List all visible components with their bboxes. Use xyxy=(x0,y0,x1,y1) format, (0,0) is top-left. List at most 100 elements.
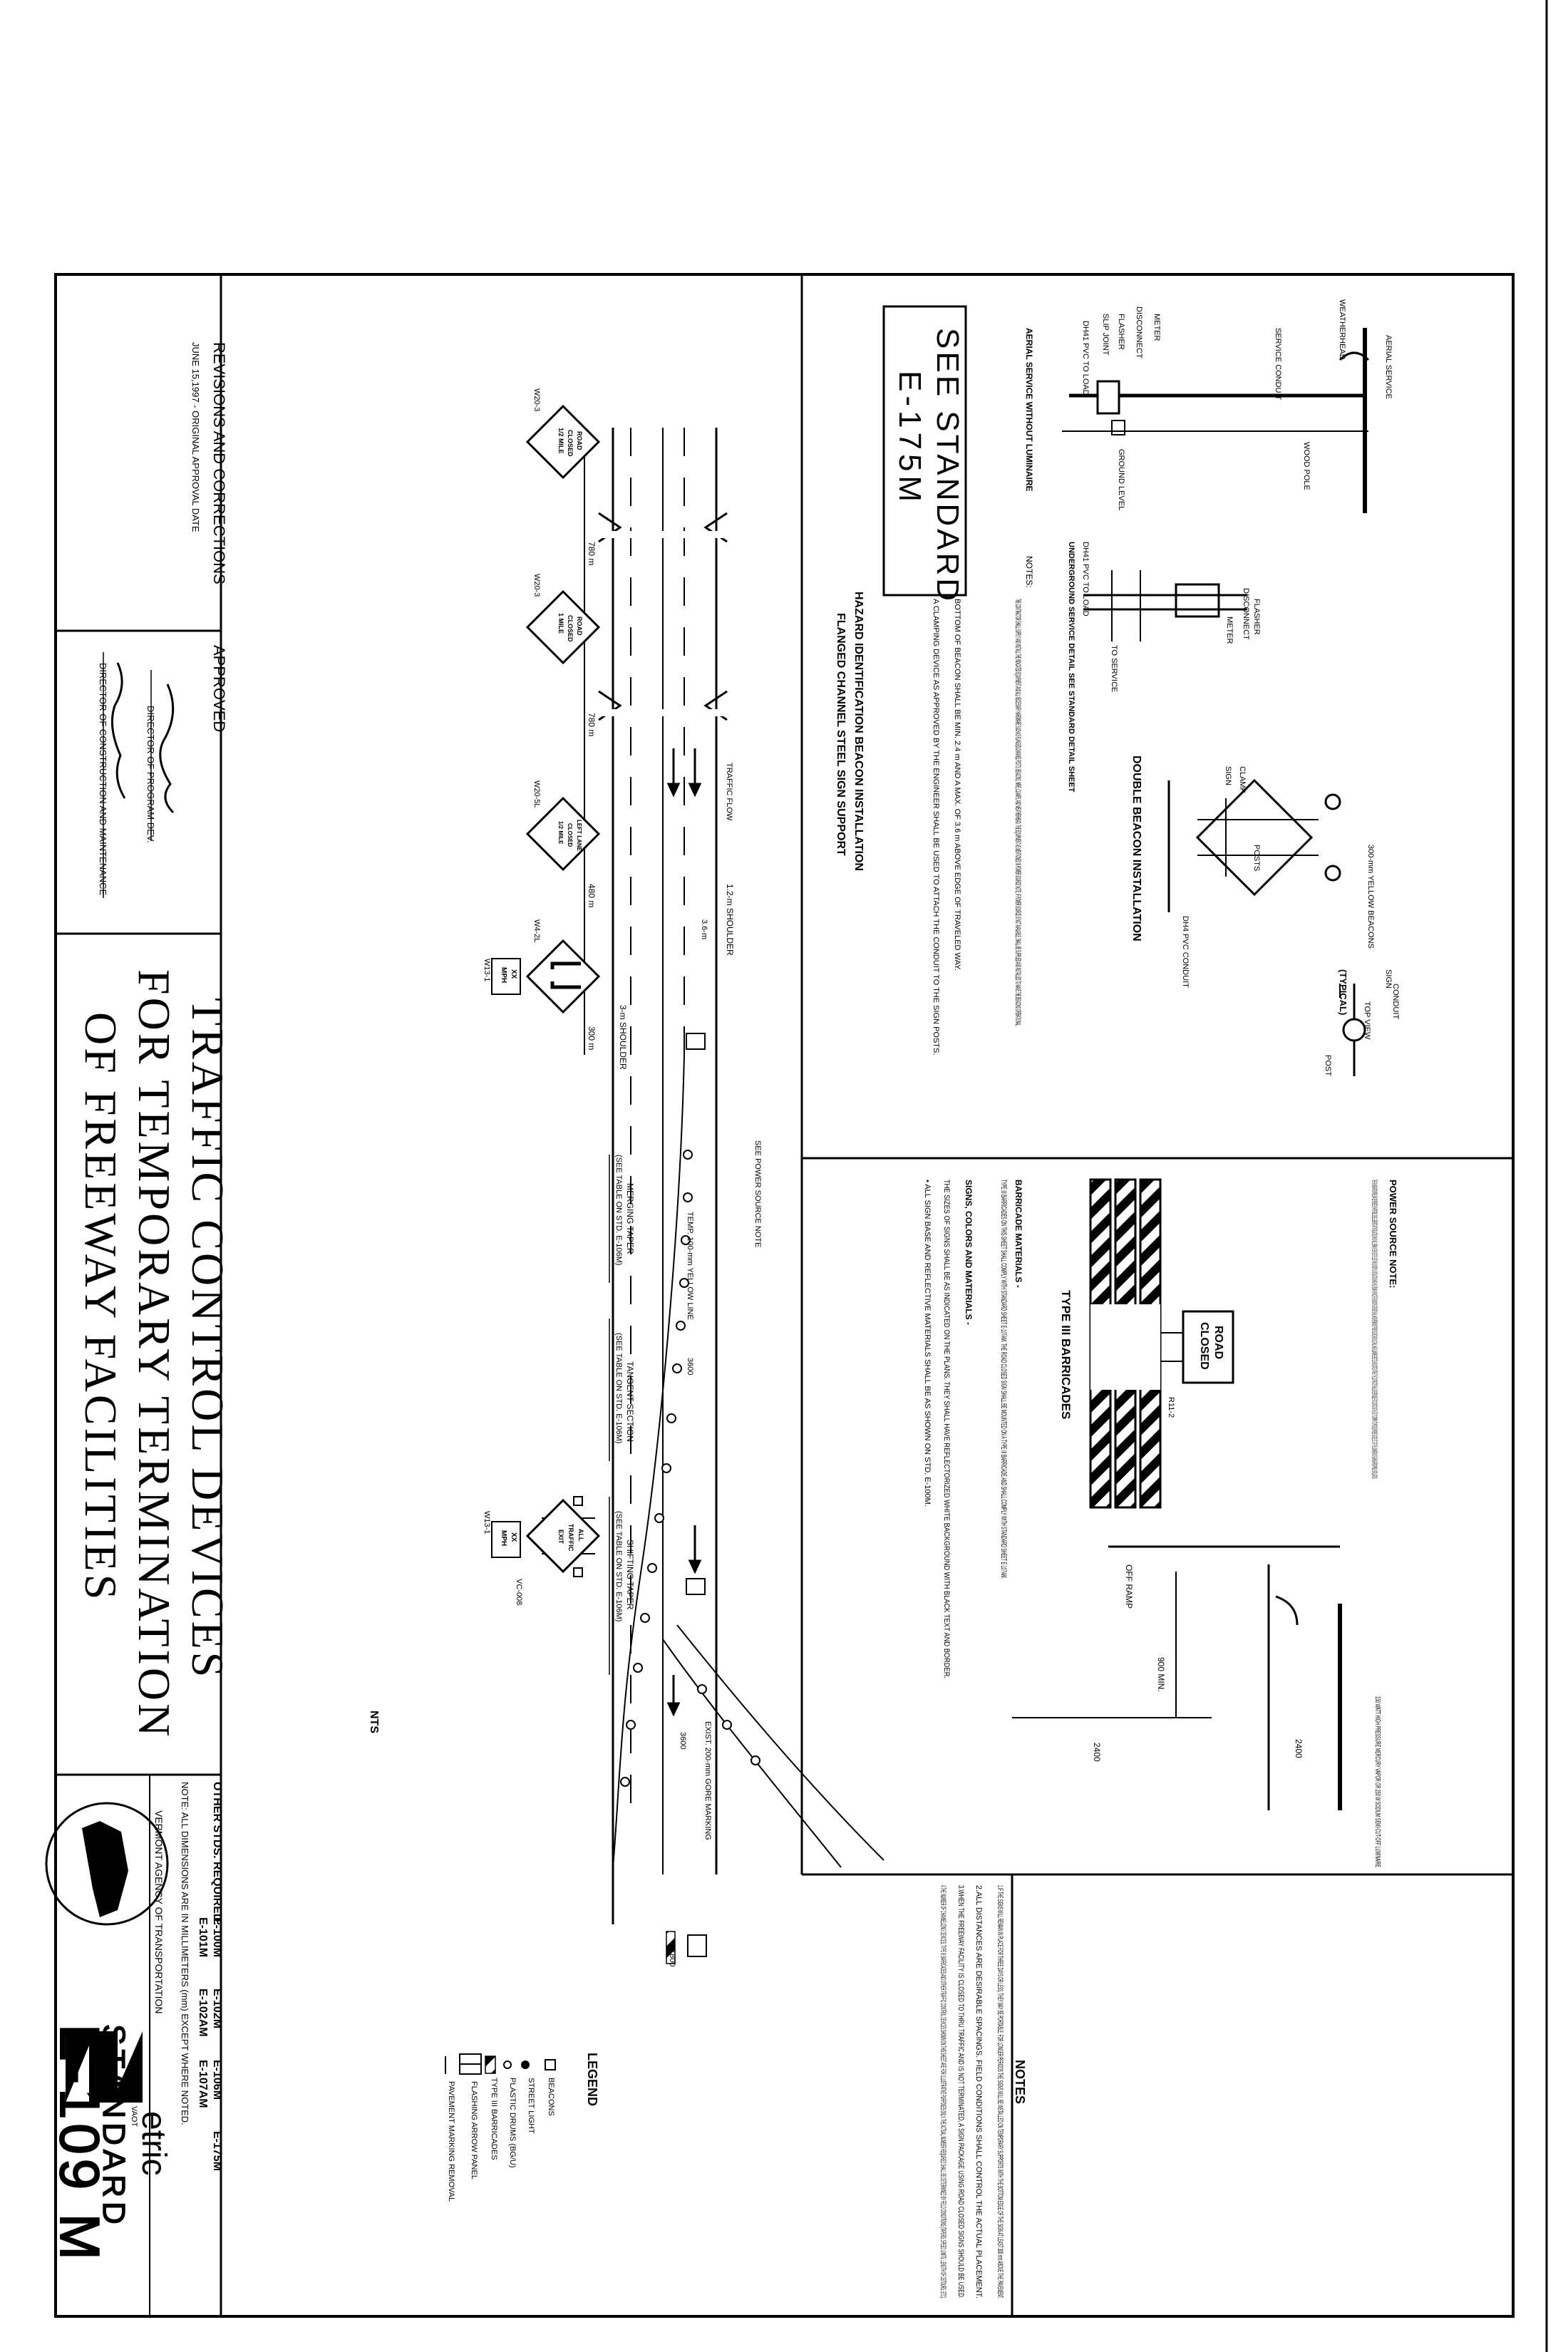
barricade-symbol xyxy=(485,2056,496,2074)
vaot-label: VAOT xyxy=(130,2106,138,2127)
ground-level-label: GROUND LEVEL xyxy=(1117,449,1125,510)
drum-row xyxy=(620,1150,760,1787)
see-standard-line-1: SEE STANDARD xyxy=(930,328,965,604)
off-ramp-label: OFF RAMP xyxy=(1124,1564,1134,1609)
meter-box xyxy=(1096,380,1120,415)
sign-1-line-2: CLOSED xyxy=(567,430,574,457)
notes-heading: NOTES xyxy=(1013,2060,1027,2104)
sign-6-code: W13-1 xyxy=(483,1511,491,1534)
lane-width-label: 3.6-m xyxy=(700,919,708,939)
power-note-label: SEE POWER SOURCE NOTE xyxy=(753,1140,762,1247)
sign-4-code: W4-2L xyxy=(532,919,541,942)
exit-sign-code: VC-008 xyxy=(515,1579,523,1605)
agency-seal: VERMONT AGENCY OF TRANSPORTATION xyxy=(45,1802,169,2014)
other-std-4: E-102AM xyxy=(197,1989,209,2037)
sign-2-line-2: CLOSED xyxy=(567,615,574,642)
shifting-taper-ref: (SEE TABLE ON STD. E-106M) xyxy=(614,1511,623,1621)
clamp-label: CLAMP xyxy=(1238,766,1247,793)
legend-barricades: TYPE III BARRICADES xyxy=(490,2078,498,2160)
sign-label: SIGN xyxy=(1224,766,1232,785)
power-note-text: THE FLASHING ARROW PANEL MAY BE POWERED … xyxy=(1370,1180,1378,1479)
nts-label: NTS xyxy=(368,1711,380,1733)
pvc-conduit-label: DH4 PVC CONDUIT xyxy=(1181,916,1190,988)
underground-disconnect-label: DISCONNECT xyxy=(1242,588,1250,640)
street-light-symbol xyxy=(521,2060,530,2069)
traffic-flow-label: TRAFFIC FLOW xyxy=(725,763,733,821)
yellow-beacons-label: 300-mm YELLOW BEACONS xyxy=(1366,845,1375,949)
standard-word: STANDARD xyxy=(96,2024,131,2229)
sign-5-code: W13-1 xyxy=(483,959,491,981)
signature-1 xyxy=(159,684,175,814)
legend-street-light: STREET LIGHT xyxy=(527,2078,535,2134)
hazard-title-line-2: FLANGED CHANNEL STEEL SIGN SUPPORT xyxy=(835,613,847,856)
other-std-1: E-100M xyxy=(211,1917,223,1957)
top-view-detail: CONDUIT POST SIGN TOP VIEW (TYPICAL) xyxy=(1324,969,1400,1076)
dim-3600-a: 3600 xyxy=(686,1358,694,1375)
see-standard-line-2: E-175M xyxy=(892,371,927,506)
beacon-note-3: A CLAMPING DEVICE AS APPROVED BY THE ENG… xyxy=(932,599,940,1055)
top-view-label: TOP VIEW xyxy=(1363,1001,1371,1040)
exit-sign-line-3: EXIT xyxy=(557,1530,564,1544)
posts-label: POSTS xyxy=(1252,845,1261,871)
metric-word: etric xyxy=(135,2111,172,2176)
post-label: POST xyxy=(1324,1055,1332,1076)
revision-entry: JUNE 15,1997 - ORIGINAL APPROVAL DATE xyxy=(190,342,201,532)
service-conduit-label: SERVICE CONDUIT xyxy=(1274,328,1282,401)
sign-1-line-3: 1/2 MILE xyxy=(557,428,564,454)
sign-w20-5l: LEFT LANE CLOSED 1/2 MILE W20-5L xyxy=(525,780,601,872)
dim-3600-b: 3600 xyxy=(679,1732,687,1749)
vaot-metric-logo: VAOT etric xyxy=(66,2031,172,2176)
all-traffic-exit-sign: ALL TRAFFIC EXIT VC-008 XX MPH W13-1 xyxy=(483,1496,601,1605)
slip-joint-label: SLIP JOINT xyxy=(1101,314,1110,356)
barricade-end xyxy=(666,1931,676,1964)
dim-780-b: 780 m xyxy=(587,713,597,736)
meter-label: METER xyxy=(1152,314,1161,341)
flow-arrows xyxy=(666,748,702,1717)
hazard-title-line-1: HAZARD IDENTIFICATION BEACON INSTALLATIO… xyxy=(852,592,865,871)
director-construction-label: DIRECTOR OF CONSTRUCTION AND MAINTENANCE xyxy=(98,663,108,896)
sign-3-line-3: 1/2 MILE xyxy=(557,821,564,845)
sign-5-line-1: XX xyxy=(510,969,517,979)
top-sign-label: SIGN xyxy=(1384,969,1393,989)
dim-300: 300 m xyxy=(587,1026,597,1050)
legend-arrow-panel: FLASHING ARROW PANEL xyxy=(470,2081,478,2180)
other-std-5: E-106M xyxy=(211,2060,223,2100)
to-service-label: TO SERVICE xyxy=(1110,645,1118,692)
typical-label: (TYPICAL) xyxy=(1338,969,1348,1015)
note-1: 1.IF THE SIGNS WILL REMAIN IN PLACE FOR … xyxy=(996,1885,1004,2299)
flasher-label: FLASHER xyxy=(1117,314,1125,350)
approved-heading: APPROVED xyxy=(210,645,228,732)
underground-service-detail: FLASHER DISCONNECT METER TO SERVICE DH41… xyxy=(1067,542,1261,793)
tangent-section-label: TANGENT SECTION xyxy=(625,1361,635,1442)
sign-2-line-3: 1 MILE xyxy=(557,613,564,634)
sign-1-line-1: ROAD xyxy=(576,431,583,450)
sign-w20-3-half-mile: ROAD CLOSED 1/2 MILE W20-3 xyxy=(525,388,601,480)
other-std-3: E-102M xyxy=(211,1989,223,2028)
arrow-panel-3 xyxy=(687,1934,707,1957)
note-4: 4.THE NUMBER OF CHANNELIZING DEVICES, TY… xyxy=(939,1885,947,2299)
exit-sign-line-1: ALL xyxy=(577,1529,584,1542)
signs-heading: SIGNS, COLORS AND MATERIALS - xyxy=(964,1180,974,1325)
power-barricade-detail: POWER SOURCE NOTE: THE FLASHING ARROW PA… xyxy=(923,1178,1398,1867)
dim-900: 900 MIN. xyxy=(1156,1657,1166,1692)
aerial-service-title: AERIAL SERVICE WITHOUT LUMINAIRE xyxy=(1024,328,1034,492)
sign-5-line-2: MPH xyxy=(500,967,507,983)
sign-w4-2l: W4-2L XX MPH W13-1 xyxy=(483,919,601,1014)
sign-3-line-1: LEFT LANE xyxy=(576,820,582,852)
luminaire-label: 150 WATT HIGH PRESSURE MERCURY VAPOR OR … xyxy=(1373,1696,1381,1867)
other-std-7: E-175M xyxy=(211,2131,223,2171)
sign-6-line-1: XX xyxy=(510,1532,517,1542)
wood-pole-label: WOOD POLE xyxy=(1302,442,1311,490)
road-closed-sign xyxy=(1182,1310,1234,1384)
underground-pvc-label: DH41 PVC TO LOAD xyxy=(1081,542,1090,617)
details-panel xyxy=(800,274,1513,2316)
underground-flasher-label: FLASHER xyxy=(1252,599,1261,635)
yellow-line-label: TEMP. 100-mm YELLOW LINE xyxy=(686,1212,694,1320)
sign-6-line-2: MPH xyxy=(500,1530,507,1546)
sign-w20-3-one-mile: ROAD CLOSED 1 MILE W20-3 xyxy=(525,574,601,665)
legend-heading: LEGEND xyxy=(585,2053,599,2106)
sheet-title-line-2: FOR TEMPORARY TERMINATION xyxy=(129,969,180,1739)
barricade-title: TYPE III BARRICADES xyxy=(1059,1290,1073,1419)
r11-label: R11-2 xyxy=(1167,1397,1175,1418)
